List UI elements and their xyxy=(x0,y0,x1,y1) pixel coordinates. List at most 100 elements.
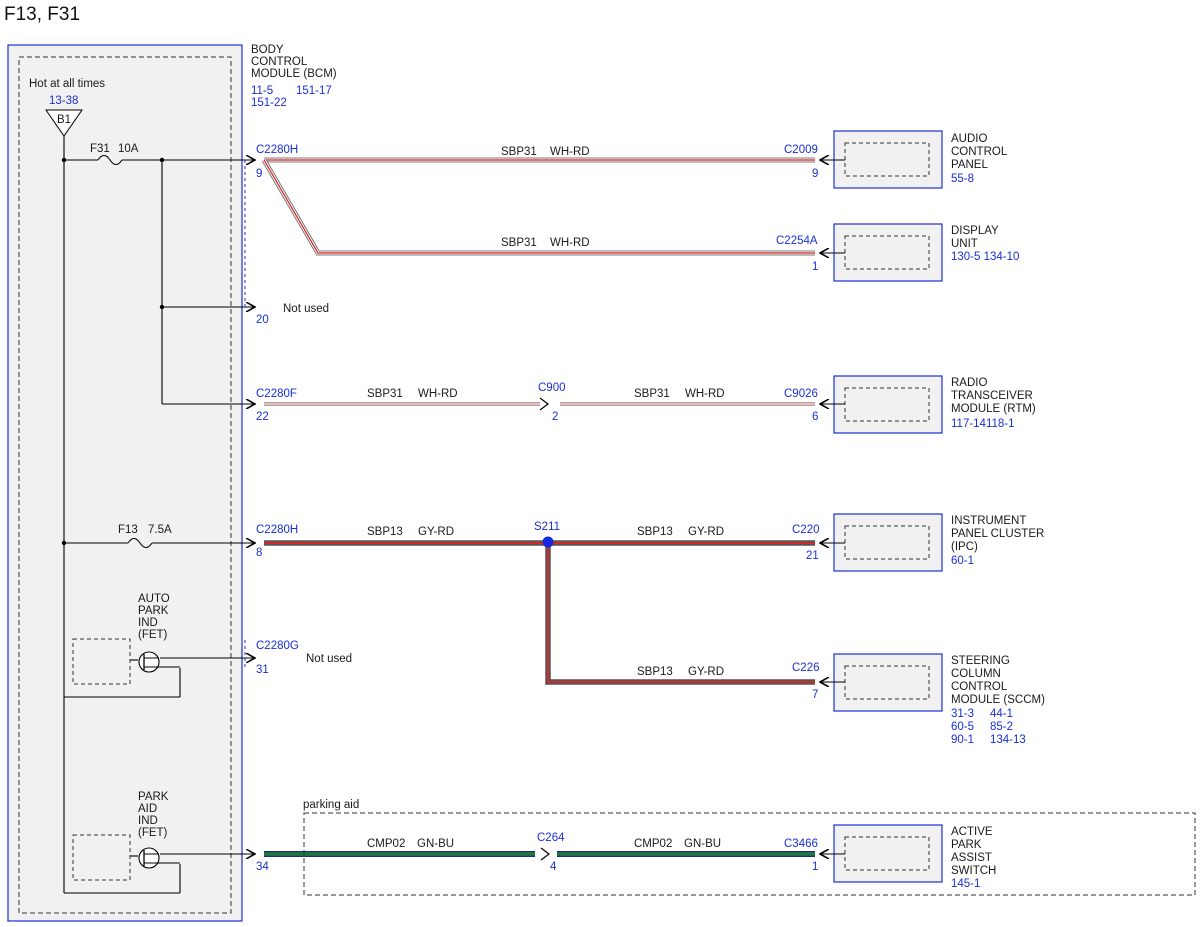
fuse-f13-rating: 7.5A xyxy=(148,524,172,536)
rtm-name-3: MODULE (RTM) xyxy=(951,403,1036,415)
bcm-name-1: BODY xyxy=(251,44,284,56)
module-active-park-assist-switch: ACTIVE PARK ASSIST SWITCH 145-1 xyxy=(820,824,996,890)
s211-label: S211 xyxy=(534,521,560,533)
display-name-1: DISPLAY xyxy=(951,225,999,237)
bcm-ref-2: 151-17 xyxy=(296,85,332,97)
fuse-f31-rating: 10A xyxy=(118,143,139,155)
bcm-ref-1: 11-5 xyxy=(251,85,273,97)
pin-34: 34 xyxy=(256,861,269,873)
c900-pin: 2 xyxy=(552,411,558,423)
module-sccm: STEERING COLUMN CONTROL MODULE (SCCM) 31… xyxy=(820,653,1045,746)
bus-b1-triangle xyxy=(45,109,83,137)
audio-name-3: PANEL xyxy=(951,159,988,171)
circuit-label: SBP13 xyxy=(367,526,403,538)
ipc-refs: 60-1 xyxy=(951,555,974,567)
c2254a-name: C2254A xyxy=(776,235,818,247)
apas-name-1: ACTIVE xyxy=(951,826,993,838)
apas-name-3: ASSIST xyxy=(951,852,992,864)
c2280f-pin: 22 xyxy=(256,411,269,423)
wire-color-label: GY-RD xyxy=(688,526,724,538)
bcm-outline xyxy=(7,44,243,922)
wire-color-label: GY-RD xyxy=(418,526,454,538)
sccm-name-3: CONTROL xyxy=(951,681,1008,693)
not-used-20: Not used xyxy=(283,303,329,315)
splice-s211-dot xyxy=(542,536,554,548)
audio-name-1: AUDIO xyxy=(951,133,987,145)
splice-dot xyxy=(159,304,165,310)
fuse-f13-label: F13 xyxy=(118,524,138,536)
c2009-name: C2009 xyxy=(784,144,818,156)
c2254a-pin: 1 xyxy=(812,261,818,273)
auto-park-4: (FET) xyxy=(138,629,168,641)
wire-color-label: GN-BU xyxy=(684,838,721,850)
module-audio-control-panel: AUDIO CONTROL PANEL 55-8 xyxy=(820,130,1008,189)
c226-name: C226 xyxy=(792,662,820,674)
parking-aid-label: parking aid xyxy=(303,799,359,811)
not-used-31: Not used xyxy=(306,653,352,665)
ipc-name-2: PANEL CLUSTER xyxy=(951,528,1044,540)
c2280h-f13-name: C2280H xyxy=(256,524,298,536)
circuit-label: SBP31 xyxy=(367,388,403,400)
sccm-refs-2: 60-5 85-2 xyxy=(951,721,1013,733)
ipc-name-1: INSTRUMENT xyxy=(951,515,1026,527)
c2280f-name: C2280F xyxy=(256,388,297,400)
splice-dot xyxy=(61,540,67,546)
hot-ref: 13-38 xyxy=(49,95,78,107)
park-aid-fet-icon xyxy=(138,847,180,869)
park-aid-4: (FET) xyxy=(138,827,168,839)
c2280h-f13-pin: 8 xyxy=(256,547,262,559)
c9026-pin: 6 xyxy=(812,411,818,423)
page-title: F13, F31 xyxy=(4,4,80,25)
c264-arrow-icon xyxy=(540,847,550,861)
display-name-2: UNIT xyxy=(951,238,978,250)
wire-sbp31-display xyxy=(261,158,815,256)
audio-name-2: CONTROL xyxy=(951,146,1008,158)
sccm-refs-3: 90-1 134-13 xyxy=(951,734,1026,746)
c2280g-pin: 31 xyxy=(256,664,269,676)
hot-label: Hot at all times xyxy=(29,78,105,90)
sccm-refs-1: 31-3 44-1 xyxy=(951,708,1013,720)
circuit-label: SBP13 xyxy=(637,666,673,678)
wire-color-label: WH-RD xyxy=(418,388,458,400)
c226-pin: 7 xyxy=(812,689,818,701)
bcm-name-2: CONTROL xyxy=(251,56,308,68)
park-aid-fet-box xyxy=(72,834,131,881)
bus-b1-label: B1 xyxy=(57,114,71,126)
module-display-unit: DISPLAY UNIT 130-5 134-10 xyxy=(820,223,1019,282)
auto-park-fet-box xyxy=(72,638,131,685)
fuse-f31-label: F31 xyxy=(90,143,110,155)
auto-park-1: AUTO xyxy=(138,593,170,605)
bcm-ref-3: 151-22 xyxy=(251,97,287,109)
rtm-name-1: RADIO xyxy=(951,377,987,389)
wire-color-label: WH-RD xyxy=(685,388,725,400)
auto-park-3: IND xyxy=(138,617,158,629)
c2280g-name: C2280G xyxy=(256,640,299,652)
sccm-name-4: MODULE (SCCM) xyxy=(951,694,1045,706)
circuit-label: CMP02 xyxy=(634,838,672,850)
c264-pin: 4 xyxy=(550,861,557,873)
module-ipc: INSTRUMENT PANEL CLUSTER (IPC) 60-1 xyxy=(820,513,1044,572)
wire-color-label: GN-BU xyxy=(417,838,454,850)
apas-name-2: PARK xyxy=(951,839,982,851)
auto-park-2: PARK xyxy=(138,605,169,617)
park-aid-1: PARK xyxy=(138,791,169,803)
wire-color-label: WH-RD xyxy=(550,237,590,249)
sccm-name-1: STEERING xyxy=(951,655,1010,667)
bcm-module: BODY CONTROL MODULE (BCM) 11-5 151-17 15… xyxy=(7,44,337,922)
splice-dot xyxy=(61,157,67,163)
apas-name-4: SWITCH xyxy=(951,865,996,877)
c900-name: C900 xyxy=(538,382,566,394)
c9026-name: C9026 xyxy=(784,388,818,400)
c900-arrow-icon xyxy=(539,397,549,411)
display-refs: 130-5 134-10 xyxy=(951,251,1019,263)
circuit-label: CMP02 xyxy=(367,838,405,850)
rtm-refs: 117-14118-1 xyxy=(951,418,1015,430)
c3466-name: C3466 xyxy=(784,838,818,850)
circuit-label: SBP31 xyxy=(501,237,537,249)
bcm-inner-dashed xyxy=(18,56,232,914)
c2009-pin: 9 xyxy=(812,168,818,180)
bcm-internal-wiring xyxy=(63,136,255,894)
apas-refs: 145-1 xyxy=(951,878,980,890)
c2280h-top-pin: 9 xyxy=(256,168,262,180)
